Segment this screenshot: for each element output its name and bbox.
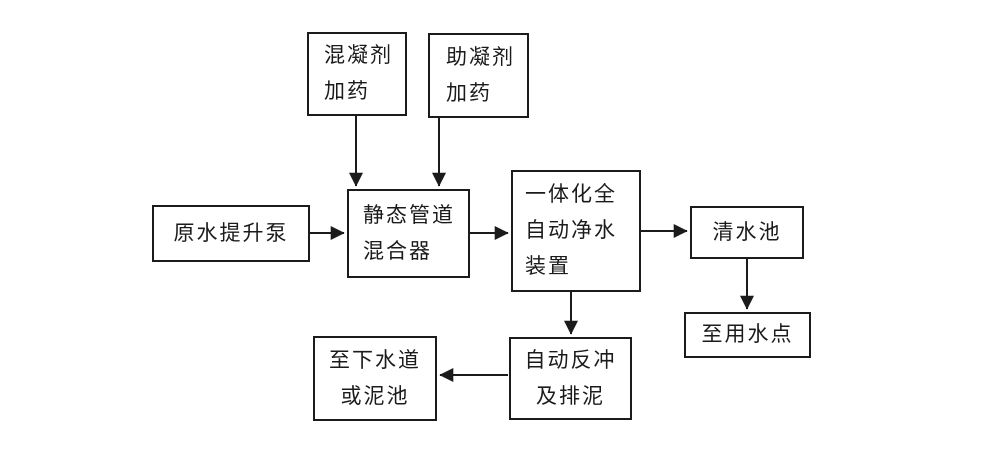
node-static-pipe-mixer: 静态管道 混合器 <box>347 189 470 278</box>
node-label-line: 自动反冲 <box>524 347 617 372</box>
node-label-line: 加药 <box>446 80 492 105</box>
node-label-line: 及排泥 <box>536 383 605 408</box>
node-coagulant-aid-dosing: 助凝剂 加药 <box>428 33 529 118</box>
node-label-line: 混凝剂 <box>324 43 393 68</box>
node-coagulant-dosing: 混凝剂 加药 <box>307 32 407 116</box>
node-label-line: 一体化全 <box>525 182 617 207</box>
node-label-line: 清水池 <box>712 219 782 244</box>
node-label-line: 助凝剂 <box>446 44 515 69</box>
node-raw-water-pump: 原水提升泵 <box>152 205 310 262</box>
node-label-line: 至用水点 <box>701 322 794 347</box>
node-label-line: 混合器 <box>363 238 432 263</box>
node-label-line: 加药 <box>324 79 370 103</box>
node-sewer-or-mud-pool: 至下水道 或泥池 <box>313 336 437 421</box>
node-label-line: 原水提升泵 <box>173 220 289 245</box>
node-label-line: 至下水道 <box>329 347 421 372</box>
node-clear-water-tank: 清水池 <box>690 206 804 259</box>
node-label-line: 自动净水 <box>525 218 617 243</box>
node-integrated-purifier: 一体化全 自动净水 装置 <box>511 170 641 292</box>
node-label-line: 静态管道 <box>363 202 455 227</box>
node-label-line: 装置 <box>525 253 571 278</box>
node-label-line: 或泥池 <box>340 383 410 408</box>
node-water-use-point: 至用水点 <box>684 312 811 358</box>
node-auto-backwash: 自动反冲 及排泥 <box>509 337 632 420</box>
